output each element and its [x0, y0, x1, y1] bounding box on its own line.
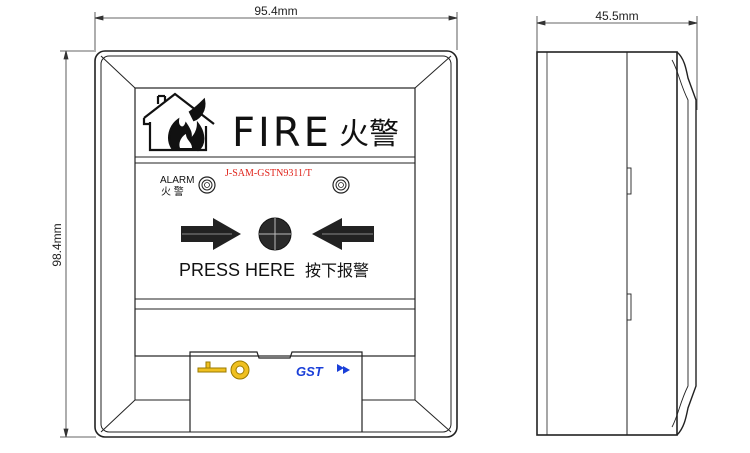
indicator-led-icon	[332, 176, 350, 194]
bottom-cover	[189, 351, 363, 432]
fire-title-cn: 火警	[339, 117, 399, 152]
house-fire-icon	[142, 92, 215, 152]
alarm-label: ALARM	[160, 175, 194, 186]
key-icon[interactable]	[197, 360, 250, 380]
alarm-label-cn: 火 警	[161, 185, 184, 198]
press-button-icon[interactable]	[258, 217, 292, 251]
front-housing	[94, 50, 458, 438]
press-here-label: PRESS HERE	[179, 260, 295, 280]
model-number: J-SAM-GSTN9311/T	[225, 168, 312, 179]
depth-dimension	[536, 16, 698, 110]
depth-dimension-label: 45.5mm	[595, 9, 638, 23]
arrow-right-icon	[181, 218, 241, 250]
brand-label: GST	[296, 364, 324, 379]
brand-logo-icon: GST	[296, 364, 350, 379]
height-dimension-label: 98.4mm	[50, 223, 64, 266]
indicator-led-icon	[198, 176, 216, 194]
label-panel	[135, 156, 415, 310]
arrow-left-icon	[312, 218, 374, 250]
press-here-label-cn: 按下报警	[305, 261, 369, 280]
width-dimension	[94, 12, 458, 50]
fire-title: FIRE	[232, 110, 332, 156]
height-dimension	[60, 50, 96, 438]
side-view	[536, 51, 697, 436]
width-dimension-label: 95.4mm	[254, 4, 297, 18]
